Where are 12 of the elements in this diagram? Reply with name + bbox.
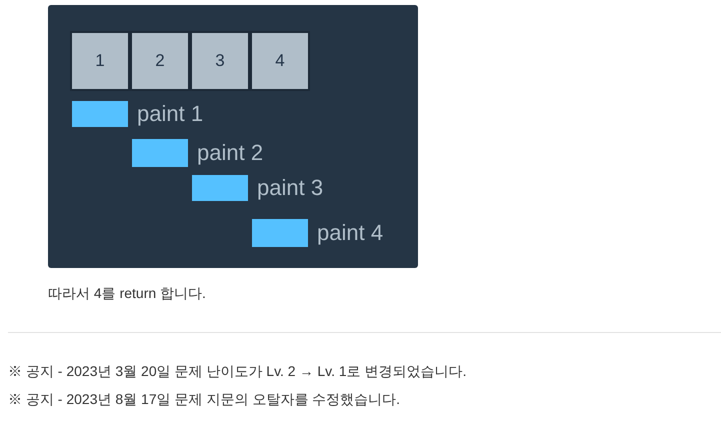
diagram-panel bbox=[48, 5, 418, 268]
number-cell: 3 bbox=[190, 31, 250, 91]
bar-label: paint 4 bbox=[317, 222, 384, 244]
explanation-text: 따라서 4를 return 합니다. bbox=[48, 285, 206, 302]
bar-label: paint 1 bbox=[137, 103, 204, 125]
notice-text: ※ 공지 - 2023년 8월 17일 문제 지문의 오탈자를 수정했습니다. bbox=[8, 391, 400, 408]
bar-label: paint 2 bbox=[197, 142, 264, 164]
number-cell: 4 bbox=[250, 31, 310, 91]
number-cell: 1 bbox=[70, 31, 130, 91]
notice-text: ※ 공지 - 2023년 3월 20일 문제 난이도가 Lv. 2 → Lv. 1로 변경되었습니다. bbox=[8, 363, 466, 380]
number-cell: 2 bbox=[130, 31, 190, 91]
bar-label: paint 3 bbox=[257, 177, 324, 199]
